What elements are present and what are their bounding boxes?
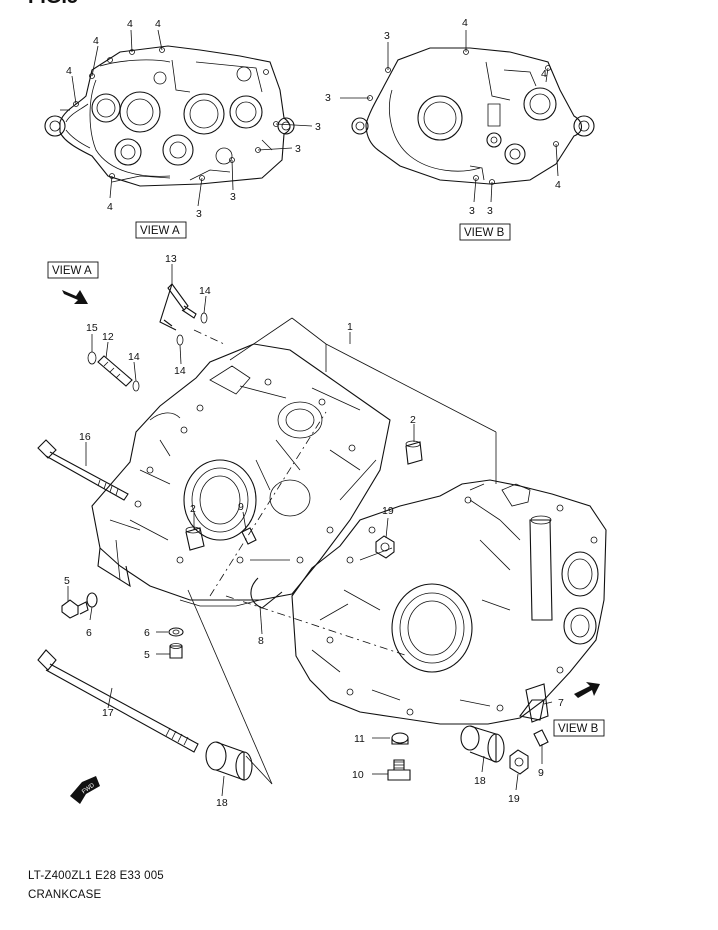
part-18-bushing[interactable] (205, 741, 253, 781)
part-12-plug[interactable] (97, 355, 133, 387)
callout-4: 4 (541, 68, 547, 80)
svg-text:VIEW A: VIEW A (140, 225, 180, 237)
part-5-bolt[interactable] (61, 599, 89, 619)
callout-9: 9 (238, 501, 244, 513)
callout-15: 15 (86, 322, 98, 334)
view-b-arrow-label: VIEW B (553, 719, 605, 737)
part-15-o-ring[interactable] (87, 351, 97, 365)
svg-text:VIEW B: VIEW B (558, 723, 599, 735)
view-a-label: VIEW A (135, 221, 187, 239)
callout-9: 9 (538, 767, 544, 779)
callout-3: 3 (230, 191, 236, 203)
part-9-bolt[interactable] (241, 527, 257, 545)
model-code: LT-Z400ZL1 E28 E33 005 (28, 870, 164, 882)
part-11-washer[interactable] (391, 732, 409, 745)
part-14-o-ring[interactable] (176, 334, 184, 346)
callout-2: 2 (190, 503, 196, 515)
section-title: CRANKCASE (28, 889, 102, 901)
callout-19: 19 (382, 505, 394, 517)
part-6-washer[interactable] (86, 592, 98, 608)
callout-12: 12 (102, 331, 114, 343)
part-18-bushing[interactable] (460, 725, 505, 763)
callout-16: 16 (79, 431, 91, 443)
part-14-o-ring[interactable] (132, 380, 140, 392)
part-13-shaft[interactable] (159, 283, 197, 331)
callout-3: 3 (315, 121, 321, 133)
callout-10: 10 (352, 769, 364, 781)
callout-2: 2 (410, 414, 416, 426)
view-b-crankcase-half[interactable] (351, 47, 595, 185)
part-2-dowel-pin[interactable] (185, 526, 205, 551)
part-14-o-ring[interactable] (200, 312, 208, 324)
part-2-dowel-pin[interactable] (405, 440, 423, 465)
svg-text:VIEW A: VIEW A (52, 265, 92, 277)
callout-4: 3 (487, 205, 493, 217)
callout-3: 3 (196, 208, 202, 220)
svg-text:VIEW B: VIEW B (464, 227, 505, 239)
part-16-bolt[interactable] (37, 439, 129, 501)
part-6-washer[interactable] (168, 627, 184, 637)
callout-4: 4 (66, 65, 72, 77)
part-8-gasket[interactable] (250, 577, 283, 609)
part-9-bolt[interactable] (533, 729, 549, 747)
callout-8: 8 (258, 635, 264, 647)
part-17-bolt[interactable] (37, 649, 199, 753)
callout-4: 4 (462, 17, 468, 29)
callout-3: 3 (325, 92, 331, 104)
callout-3: 3 (384, 30, 390, 42)
callout-19: 19 (508, 793, 520, 805)
fwd-arrow-icon: FWD (70, 776, 100, 804)
view-a-arrow-label: VIEW A (47, 261, 99, 279)
callout-18: 18 (216, 797, 228, 809)
callout-4: 4 (107, 201, 113, 213)
part-19-bolt[interactable] (509, 749, 529, 775)
view-a-crankcase-half[interactable] (44, 45, 295, 187)
figure-title: FIG.5 (28, 0, 78, 9)
callout-13: 13 (165, 253, 177, 265)
crankcase-right-half[interactable] (291, 479, 607, 725)
assembly-alignment-lines (187, 329, 409, 785)
callout-5: 5 (64, 575, 70, 587)
callout-6: 6 (86, 627, 92, 639)
part-19-bolt[interactable] (375, 535, 395, 559)
callout-4: 4 (93, 35, 99, 47)
callout-4: 4 (555, 179, 561, 191)
crankcase-left-half[interactable] (91, 343, 391, 607)
callout-4: 4 (155, 18, 161, 30)
callout-14: 14 (174, 365, 186, 377)
callout-18: 18 (474, 775, 486, 787)
part-1-reference (229, 317, 497, 484)
view-b-arrow-icon (574, 682, 600, 698)
callout-14: 14 (199, 285, 211, 297)
part-5-bolt[interactable] (169, 643, 183, 659)
callout-1: 1 (347, 321, 353, 333)
view-a-arrow-icon (62, 290, 88, 304)
callout-4: 4 (127, 18, 133, 30)
callout-5: 5 (144, 649, 150, 661)
part-7-cover[interactable] (525, 683, 549, 723)
callout-3: 3 (469, 205, 475, 217)
part-10-bolt[interactable] (387, 759, 411, 781)
callout-7: 7 (558, 697, 564, 709)
callout-11: 11 (354, 733, 365, 745)
callout-6: 6 (144, 627, 150, 639)
view-b-label: VIEW B (459, 223, 511, 241)
callout-3: 3 (295, 143, 301, 155)
callout-14: 14 (128, 351, 140, 363)
callout-17: 17 (102, 707, 114, 719)
